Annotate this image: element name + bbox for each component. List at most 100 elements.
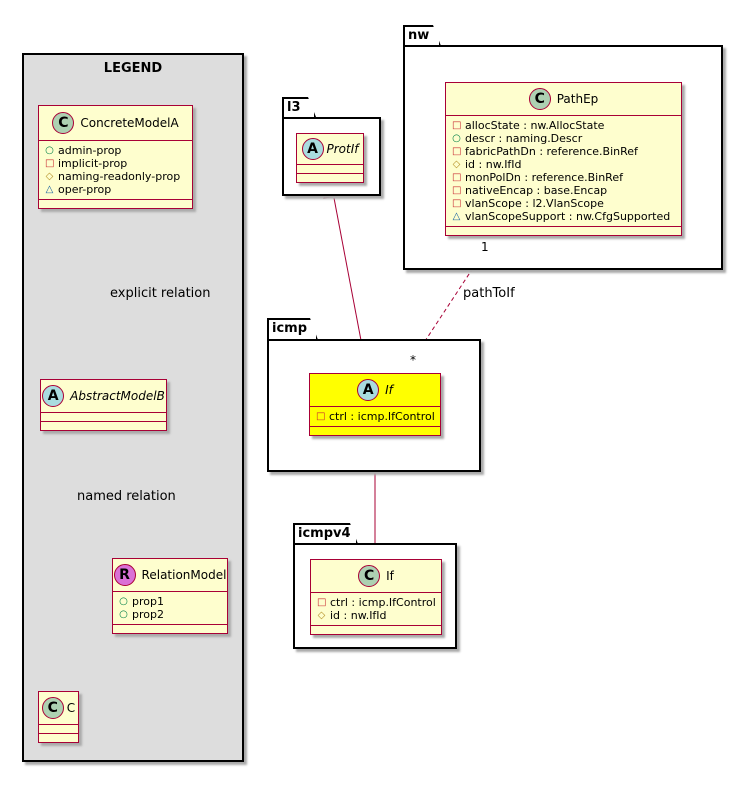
class-stereotype-icon: C bbox=[52, 112, 75, 134]
class-attributes: ○ admin-prop □implicit-prop ◇ naming-reado… bbox=[39, 141, 192, 200]
class-attributes: □allocState : nw.AllocState ○descr : nam… bbox=[446, 116, 681, 227]
attribute-row: □nativeEncap : base.Encap bbox=[452, 184, 675, 197]
class-icmp-if[interactable]: A If □ctrl : icmp.IfControl bbox=[309, 373, 441, 436]
class-header: C If bbox=[311, 560, 441, 593]
class-attributes bbox=[39, 725, 78, 734]
attribute-text: vlanScope : l2.VlanScope bbox=[465, 197, 604, 210]
class-header: C ConcreteModelA bbox=[39, 106, 192, 141]
class-header: R RelationModel bbox=[113, 559, 227, 592]
class-stereotype-icon: C bbox=[528, 88, 551, 110]
public-visibility-icon: ○ bbox=[452, 132, 461, 144]
class-attributes: □ctrl : icmp.IfControl ◇ id : nw.IfId bbox=[311, 593, 441, 626]
class-header: A AbstractModelB bbox=[41, 380, 166, 413]
class-name: ConcreteModelA bbox=[80, 116, 179, 130]
public-visibility-icon: ○ bbox=[119, 595, 128, 607]
attribute-text: fabricPathDn : reference.BinRef bbox=[465, 145, 638, 158]
attribute-row: ○ prop1 bbox=[119, 595, 221, 608]
class-name: PathEp bbox=[556, 92, 599, 106]
attribute-text: implicit-prop bbox=[58, 157, 128, 170]
explicit-relation-label: explicit relation bbox=[110, 286, 211, 301]
attribute-text: monPolDn : reference.BinRef bbox=[465, 171, 623, 184]
attribute-text: prop1 bbox=[132, 595, 164, 608]
class-stereotype-icon: A bbox=[357, 379, 380, 401]
attribute-text: oper-prop bbox=[58, 183, 112, 196]
class-header: C C bbox=[39, 692, 78, 725]
attribute-row: □fabricPathDn : reference.BinRef bbox=[452, 145, 675, 158]
attribute-row: □ctrl : icmp.IfControl bbox=[317, 596, 436, 609]
attribute-text: admin-prop bbox=[58, 144, 122, 157]
package-visibility-icon: △ bbox=[45, 183, 54, 195]
attribute-row: □vlanScope : l2.VlanScope bbox=[452, 197, 675, 210]
attribute-row: ○ descr : naming.Descr bbox=[452, 132, 675, 145]
private-visibility-icon: □ bbox=[452, 197, 462, 209]
class-name: C bbox=[66, 701, 76, 715]
attribute-text: ctrl : icmp.IfControl bbox=[330, 596, 436, 609]
class-c[interactable]: C C bbox=[38, 691, 79, 743]
class-stereotype-icon: C bbox=[358, 565, 381, 587]
class-methods bbox=[39, 200, 192, 208]
class-attributes: □ctrl : icmp.IfControl bbox=[310, 407, 440, 427]
attribute-row: △ vlanScopeSupport : nw.CfgSupported bbox=[452, 210, 675, 223]
attribute-text: nativeEncap : base.Encap bbox=[465, 184, 608, 197]
class-concrete-model-a[interactable]: C ConcreteModelA ○ admin-prop □implicit-p… bbox=[38, 105, 193, 209]
class-abstract-model-b[interactable]: A AbstractModelB bbox=[40, 379, 167, 431]
class-attributes bbox=[297, 165, 363, 174]
class-header: C PathEp bbox=[446, 83, 681, 116]
package-tab-icmpv4: icmpv4 bbox=[293, 523, 358, 544]
attribute-text: naming-readonly-prop bbox=[58, 170, 181, 183]
attribute-row: ○prop2 bbox=[119, 608, 221, 621]
private-visibility-icon: □ bbox=[316, 410, 326, 422]
attribute-row: △ oper-prop bbox=[45, 183, 186, 196]
class-name: ProtIf bbox=[326, 142, 359, 156]
class-stereotype-icon: R bbox=[113, 564, 136, 586]
attribute-text: id : nw.IfId bbox=[330, 609, 387, 622]
class-name: If bbox=[386, 569, 394, 583]
class-methods bbox=[39, 734, 78, 742]
class-header: A If bbox=[310, 374, 440, 407]
class-methods bbox=[113, 625, 227, 633]
package-visibility-icon: △ bbox=[452, 210, 461, 222]
legend-title: LEGEND bbox=[103, 61, 163, 76]
class-name: AbstractModelB bbox=[70, 389, 165, 403]
package-tab-icmp: icmp bbox=[267, 318, 318, 340]
class-methods bbox=[311, 626, 441, 634]
private-visibility-icon: □ bbox=[317, 596, 327, 608]
class-stereotype-icon: C bbox=[41, 697, 64, 719]
private-visibility-icon: □ bbox=[452, 171, 462, 183]
public-visibility-icon: ○ bbox=[45, 144, 54, 156]
attribute-text: id : nw.IfId bbox=[465, 158, 522, 171]
named-relation-label: named relation bbox=[77, 489, 176, 504]
attribute-row: ◇ id : nw.IfId bbox=[317, 609, 435, 622]
class-name: If bbox=[385, 383, 393, 397]
class-methods bbox=[297, 174, 363, 182]
attribute-row: □monPolDn : reference.BinRef bbox=[452, 171, 675, 184]
attribute-row: □implicit-prop bbox=[45, 157, 186, 170]
protected-visibility-icon: ◇ bbox=[317, 609, 326, 621]
attribute-row: ◇ naming-readonly-prop bbox=[45, 170, 186, 183]
class-stereotype-icon: A bbox=[42, 385, 65, 407]
pathtoif-target-multiplicity: * bbox=[410, 353, 416, 367]
attribute-text: vlanScopeSupport : nw.CfgSupported bbox=[465, 210, 671, 223]
private-visibility-icon: □ bbox=[452, 119, 462, 131]
private-visibility-icon: □ bbox=[452, 145, 462, 157]
class-methods bbox=[446, 227, 681, 235]
class-pathep[interactable]: C PathEp □allocState : nw.AllocState ○de… bbox=[445, 82, 682, 236]
class-relation-model[interactable]: R RelationModel ○ prop1 ○prop2 bbox=[112, 558, 228, 634]
class-stereotype-icon: A bbox=[301, 138, 324, 160]
class-header: A ProtIf bbox=[297, 134, 363, 165]
class-attributes: ○ prop1 ○prop2 bbox=[113, 592, 227, 625]
protected-visibility-icon: ◇ bbox=[45, 170, 54, 182]
attribute-row: ◇ id : nw.IfId bbox=[452, 158, 675, 171]
attribute-row: ○ admin-prop bbox=[45, 144, 186, 157]
class-protif[interactable]: A ProtIf bbox=[296, 133, 364, 183]
class-methods bbox=[310, 427, 440, 435]
attribute-text: descr : naming.Descr bbox=[465, 132, 583, 145]
private-visibility-icon: □ bbox=[452, 184, 462, 196]
attribute-row: □ctrl : icmp.IfControl bbox=[316, 410, 435, 423]
class-icmpv4-if[interactable]: C If □ctrl : icmp.IfControl ◇ id : nw.IfI… bbox=[310, 559, 442, 635]
class-name: RelationModel bbox=[141, 568, 227, 582]
protected-visibility-icon: ◇ bbox=[452, 158, 461, 170]
class-methods bbox=[41, 422, 166, 430]
pathtoif-source-multiplicity: 1 bbox=[481, 240, 489, 254]
